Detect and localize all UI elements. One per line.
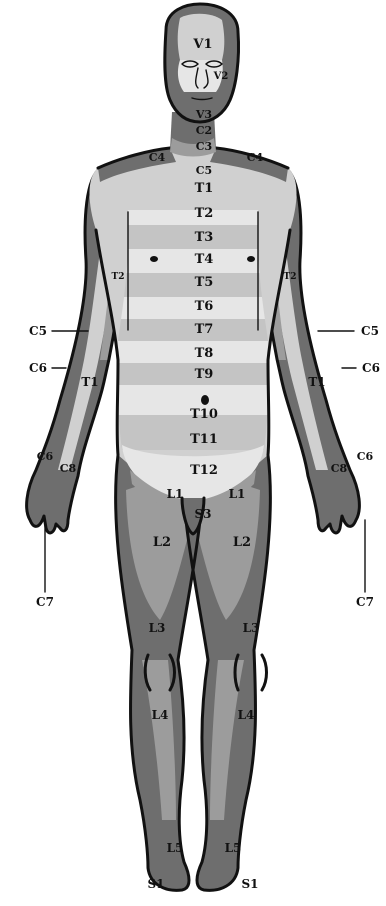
label-c4-right: C4 <box>247 151 264 164</box>
label-c6-right-upper: C6 <box>362 361 380 375</box>
label-t5: T5 <box>195 275 214 290</box>
label-c4-left: C4 <box>149 151 166 164</box>
label-t2: T2 <box>195 206 214 221</box>
label-t6: T6 <box>195 299 214 314</box>
label-s3: S3 <box>194 507 211 521</box>
label-t8: T8 <box>195 346 214 361</box>
label-t4: T4 <box>195 252 214 267</box>
label-t2-right-arm: T2 <box>284 272 297 282</box>
label-l5-left: L5 <box>167 841 184 855</box>
label-t10: T10 <box>190 407 218 422</box>
label-t12: T12 <box>190 463 218 478</box>
label-v2: V2 <box>213 71 229 82</box>
label-l4-left: L4 <box>152 708 169 722</box>
label-c2: C2 <box>196 124 212 137</box>
label-s1-right: S1 <box>241 877 258 891</box>
label-t9: T9 <box>195 367 214 382</box>
label-t7: T7 <box>195 322 214 337</box>
label-t2-left-arm: T2 <box>112 272 125 282</box>
label-c6-right-hand: C6 <box>357 450 374 463</box>
right-nipple <box>247 256 255 262</box>
label-t1-right-arm: T1 <box>308 375 325 389</box>
label-c7-left: C7 <box>36 595 54 609</box>
label-c6-left-hand: C6 <box>37 450 54 463</box>
label-t1-left-arm: T1 <box>81 375 98 389</box>
label-v3: V3 <box>195 108 212 121</box>
label-v1: V1 <box>192 37 212 52</box>
label-l3-right: L3 <box>243 621 260 635</box>
label-c6-left-upper: C6 <box>29 361 47 375</box>
label-t11: T11 <box>190 432 218 447</box>
label-c8-left-hand: C8 <box>60 462 77 475</box>
label-c3: C3 <box>196 140 212 153</box>
label-t1: T1 <box>195 181 214 196</box>
head <box>165 4 239 122</box>
label-s1-left: S1 <box>147 877 164 891</box>
label-l1-right: L1 <box>229 487 246 501</box>
label-t3: T3 <box>195 230 214 245</box>
label-l4-right: L4 <box>238 708 255 722</box>
label-l2-left: L2 <box>153 535 171 550</box>
label-c8-right-hand: C8 <box>331 462 348 475</box>
label-c7-right: C7 <box>356 595 374 609</box>
label-c5-left: C5 <box>29 324 47 338</box>
label-c5-right: C5 <box>361 324 379 338</box>
navel <box>201 395 209 405</box>
label-c5-center: C5 <box>196 164 212 177</box>
label-l1-left: L1 <box>167 487 184 501</box>
left-nipple <box>150 256 158 262</box>
label-l5-right: L5 <box>225 841 242 855</box>
label-l2-right: L2 <box>233 535 251 550</box>
label-l3-left: L3 <box>149 621 166 635</box>
